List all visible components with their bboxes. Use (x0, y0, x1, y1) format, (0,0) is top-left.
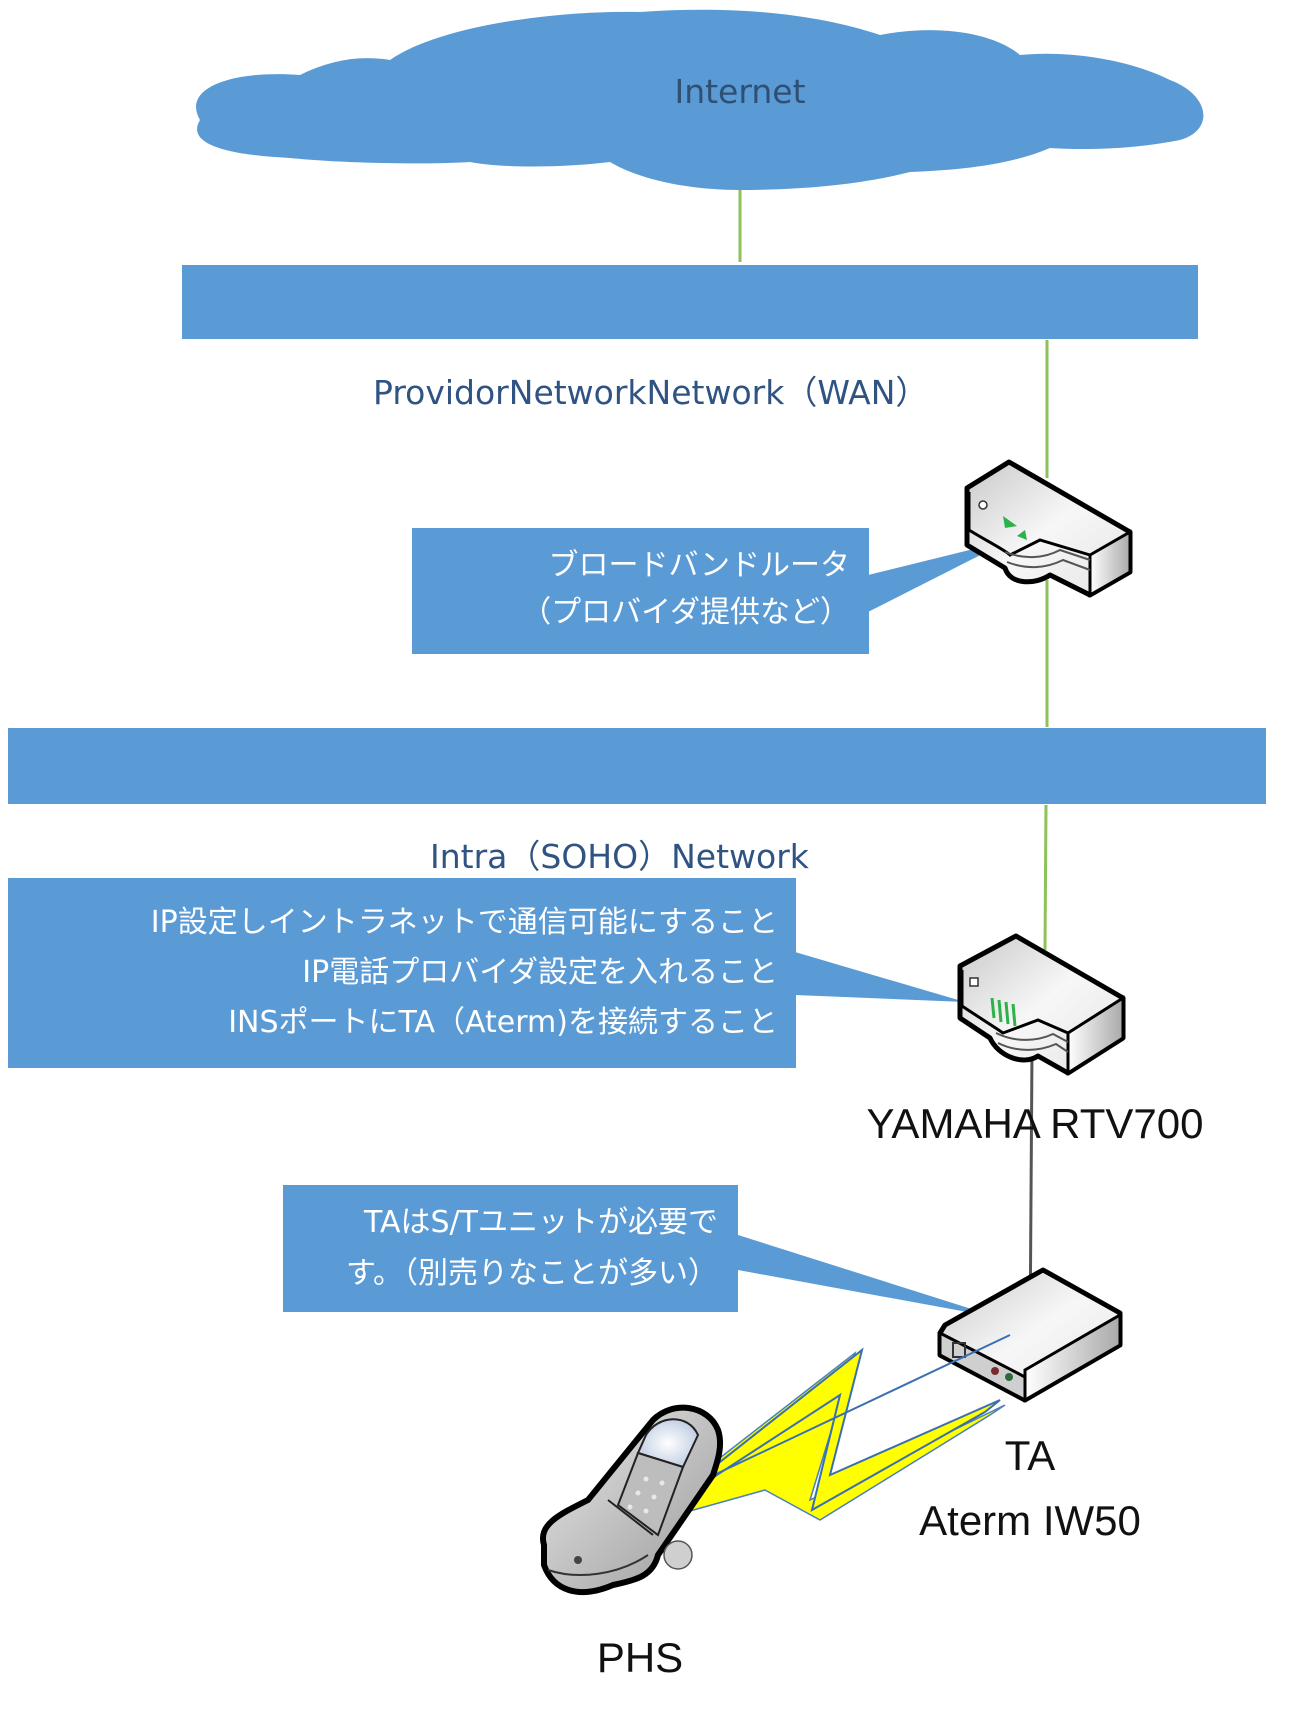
yamaha-router (957, 933, 1126, 1076)
link-lan-yamaha (1043, 804, 1048, 951)
lan-segment (8, 728, 1266, 804)
yamaha-router-label: YAMAHA RTV700 (867, 1100, 1204, 1147)
ta-label-line2: Aterm IW50 (919, 1497, 1141, 1544)
router-icon (964, 459, 1133, 598)
lan-label: Intra（SOHO）Network (430, 837, 810, 876)
callout-line: INSポートにTA（Aterm)を接続すること (228, 1005, 778, 1040)
internet-label: Internet (674, 72, 805, 111)
callout-pointer (738, 1235, 1000, 1318)
callout-line: IP電話プロバイダ設定を入れること (302, 955, 778, 990)
phs-label: PHS (597, 1634, 683, 1681)
wireless-link-bolt (639, 1347, 1001, 1526)
callout-line: （プロバイダ提供など） (521, 595, 850, 630)
internet-cloud: Internet (196, 9, 1204, 190)
callout-box (8, 878, 796, 1068)
callout-line: TAはS/Tユニットが必要で (363, 1205, 718, 1240)
cloud-icon (196, 9, 1204, 190)
phs-phone-icon (539, 1404, 724, 1596)
callout-line: ブロードバンドルータ (549, 548, 851, 583)
router-icon (957, 933, 1126, 1076)
ta-label-line1: TA (1005, 1432, 1056, 1479)
callout-pointer (795, 952, 965, 1002)
callout-box (283, 1185, 738, 1312)
broadband-router (964, 459, 1133, 598)
ta-device (937, 1267, 1123, 1403)
terminal-adapter-icon (937, 1267, 1123, 1403)
callout-line: す。（別売りなことが多い） (346, 1256, 718, 1291)
phs-device (539, 1404, 724, 1596)
callout-box (412, 528, 869, 654)
callout-line: IP設定しイントラネットで通信可能にすること (151, 905, 778, 940)
yamaha-router-callout: IP設定しイントラネットで通信可能にすること IP電話プロバイダ設定を入れること… (8, 878, 965, 1068)
broadband-router-callout: ブロードバンドルータ （プロバイダ提供など） (412, 528, 1010, 654)
ta-callout: TAはS/Tユニットが必要で す。（別売りなことが多い） (283, 1185, 1000, 1318)
wan-segment (182, 265, 1198, 339)
wan-label: ProvidorNetworkNetwork（WAN） (373, 373, 928, 412)
callout-pointer (868, 540, 1010, 612)
